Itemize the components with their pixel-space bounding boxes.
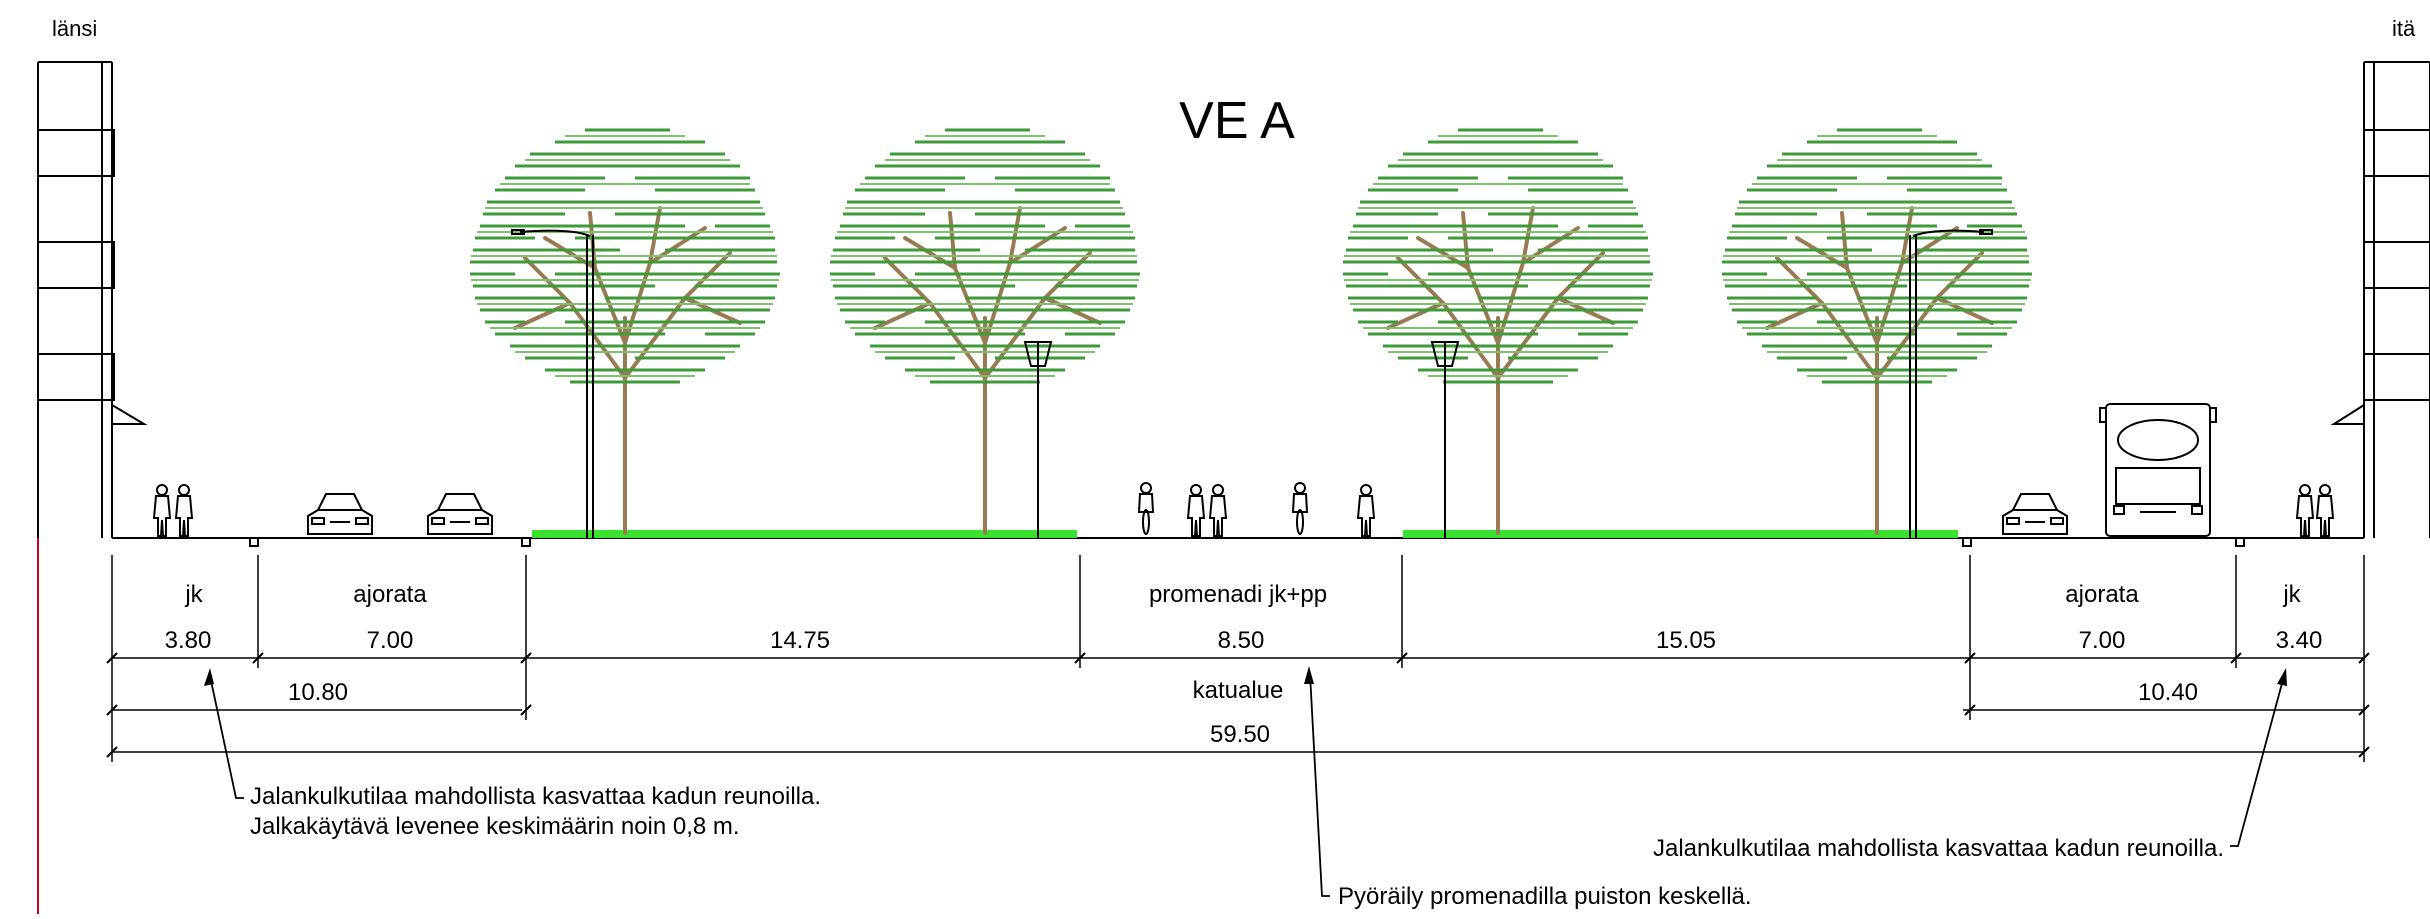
west-label: länsi bbox=[52, 16, 97, 41]
note-west-line2: Jalkakäytävä levenee keskimäärin noin 0,… bbox=[250, 813, 740, 840]
cars-west bbox=[307, 493, 493, 535]
ground-line bbox=[112, 537, 2364, 547]
section-label-east-sidewalk: jk bbox=[2282, 581, 2301, 608]
leader-lines bbox=[209, 673, 2285, 897]
section-label-west-sidewalk: jk bbox=[184, 581, 203, 608]
drawing-title: VE A bbox=[1179, 92, 1295, 150]
street-light-east bbox=[1909, 229, 1993, 538]
tree-1 bbox=[468, 128, 782, 535]
dimension-lines bbox=[106, 555, 2370, 762]
section-label-west-roadway: ajorata bbox=[353, 581, 427, 608]
street-area-total: 59.50 bbox=[1210, 721, 1270, 748]
promenade-lamp-west bbox=[1023, 341, 1053, 538]
pedestrians-east bbox=[2296, 484, 2334, 537]
note-east: Jalankulkutilaa mahdollista kasvattaa ka… bbox=[1653, 835, 2224, 862]
subtotal-east: 10.40 bbox=[2138, 679, 2198, 706]
bus-east bbox=[2099, 403, 2217, 537]
east-building bbox=[2330, 61, 2430, 538]
east-label: itä bbox=[2392, 16, 2416, 41]
east-park-grass bbox=[1403, 530, 1958, 538]
promenade-lamp-east bbox=[1430, 341, 1460, 538]
note-west-line1: Jalankulkutilaa mahdollista kasvattaa ka… bbox=[250, 783, 821, 810]
leader-arrowheads bbox=[204, 666, 2287, 686]
car-east bbox=[2002, 493, 2068, 535]
tree-4 bbox=[1720, 128, 2034, 535]
street-area-label: katualue bbox=[1193, 677, 1284, 704]
street-light-west bbox=[511, 229, 594, 538]
section-label-promenade: promenadi jk+pp bbox=[1149, 581, 1327, 608]
section-width-west-park: 14.75 bbox=[770, 627, 830, 654]
section-width-east-park: 15.05 bbox=[1656, 627, 1716, 654]
section-width-promenade: 8.50 bbox=[1218, 627, 1265, 654]
tree-2 bbox=[828, 128, 1142, 535]
section-width-east-roadway: 7.00 bbox=[2079, 627, 2126, 654]
tree-3 bbox=[1341, 128, 1655, 535]
section-width-west-sidewalk: 3.80 bbox=[165, 627, 212, 654]
west-park-grass bbox=[532, 530, 1077, 538]
subtotal-west: 10.80 bbox=[288, 679, 348, 706]
west-building bbox=[37, 61, 148, 538]
pedestrians-west bbox=[153, 484, 193, 537]
promenade-people bbox=[1138, 482, 1375, 537]
section-width-west-roadway: 7.00 bbox=[367, 627, 414, 654]
section-label-east-roadway: ajorata bbox=[2065, 581, 2139, 608]
note-center: Pyöräily promenadilla puiston keskellä. bbox=[1338, 883, 1752, 910]
section-width-east-sidewalk: 3.40 bbox=[2276, 627, 2323, 654]
